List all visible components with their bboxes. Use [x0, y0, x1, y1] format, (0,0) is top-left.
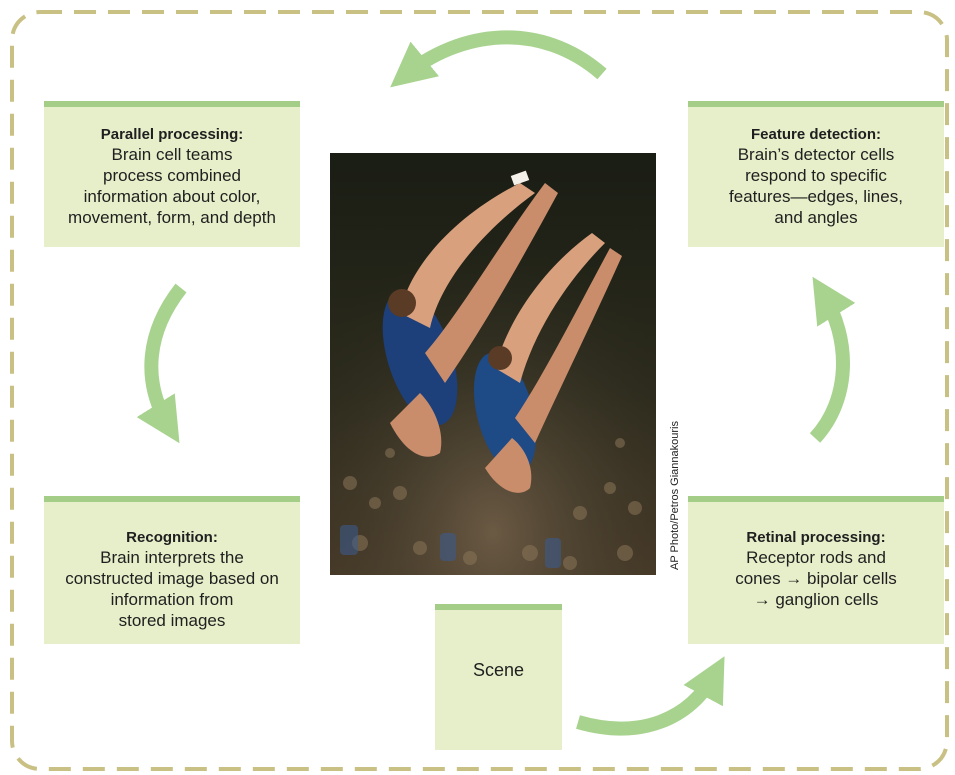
parallel-processing-box: Parallel processing: Brain cell teams pr… — [44, 101, 300, 247]
feature-detection-box: Feature detection: Brain’s detector cell… — [688, 101, 944, 247]
recognition-text: Brain interprets the constructed image b… — [65, 548, 279, 630]
recognition-box: Recognition: Brain interprets the constr… — [44, 496, 300, 644]
recognition-title: Recognition: — [126, 529, 218, 546]
retinal-processing-title: Retinal processing: — [746, 529, 886, 546]
feature-detection-text: Brain’s detector cells respond to specif… — [729, 145, 903, 227]
diver-right — [473, 233, 622, 493]
retinal-processing-text: Receptor rods and cones → bipolar cells … — [735, 548, 897, 609]
divers-photo — [330, 153, 656, 575]
parallel-processing-text: Brain cell teams process combined inform… — [68, 145, 276, 227]
feature-detection-title: Feature detection: — [750, 126, 882, 143]
diver-left — [382, 170, 558, 457]
parallel-processing-title: Parallel processing: — [100, 126, 244, 143]
photo-credit: AP Photo/Petros Giannakouris — [669, 421, 681, 570]
scene-label: Scene — [472, 660, 525, 680]
retinal-processing-box: Retinal processing: Receptor rods and co… — [688, 496, 944, 644]
scene-box: Scene — [435, 604, 562, 750]
divers-image — [330, 153, 656, 575]
